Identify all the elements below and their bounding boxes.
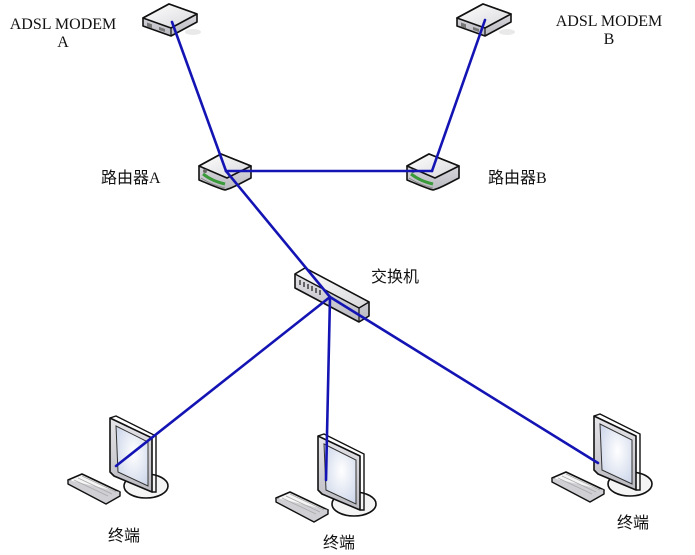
link-switch-to-terminal-1 xyxy=(114,295,332,468)
modem-a-label-line2: A xyxy=(57,34,69,51)
link-modem-b-to-router-b xyxy=(430,18,487,173)
modem-b-label: ADSL MODEM B xyxy=(545,13,673,49)
link-router-a-to-switch xyxy=(224,169,332,299)
modem-a-label-line1: ADSL MODEM xyxy=(9,16,117,33)
modem-a-icon[interactable] xyxy=(142,3,202,37)
router-a-label: 路由器A xyxy=(101,170,161,187)
link-switch-to-terminal-3 xyxy=(328,295,600,465)
terminal-1-computer-icon[interactable] xyxy=(67,415,169,505)
links-layer xyxy=(114,18,600,482)
switch-label: 交换机 xyxy=(371,269,420,286)
terminal-3-computer-icon[interactable] xyxy=(551,413,653,503)
link-switch-to-terminal-2 xyxy=(324,295,332,482)
modem-b-label-line1: ADSL MODEM xyxy=(555,13,663,30)
modem-b-label-line2: B xyxy=(603,31,615,48)
router-b-label: 路由器B xyxy=(488,170,547,187)
terminal-1-label: 终端 xyxy=(108,528,141,545)
modem-a-label: ADSL MODEM A xyxy=(0,16,126,52)
terminal-3-label: 终端 xyxy=(617,515,650,532)
link-modem-a-to-router-a xyxy=(170,20,228,173)
terminal-2-label: 终端 xyxy=(323,535,356,552)
